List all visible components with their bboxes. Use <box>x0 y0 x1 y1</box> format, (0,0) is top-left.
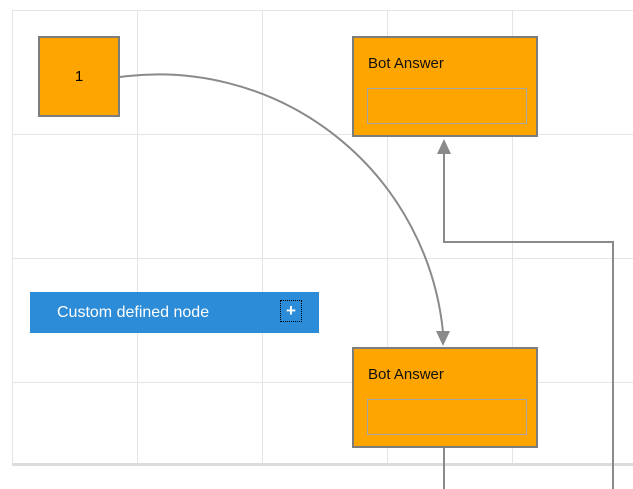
bot-answer-node-bottom[interactable]: Bot Answer <box>352 347 538 448</box>
add-node-button[interactable]: + <box>280 300 302 322</box>
start-node[interactable]: 1 <box>38 36 120 117</box>
node-title: Bot Answer <box>368 55 444 72</box>
orthogonal-connector-path[interactable] <box>443 153 614 489</box>
curved-connector-path[interactable] <box>119 73 444 333</box>
start-node-label: 1 <box>74 68 84 85</box>
answer-input[interactable] <box>367 399 527 435</box>
connector-start-to-bottom-bot[interactable] <box>119 73 450 346</box>
arrowhead-down-icon <box>436 331 450 346</box>
arrowhead-up-icon <box>437 139 451 154</box>
plus-icon: + <box>286 300 296 320</box>
connector-bottom-bot-to-top-bot[interactable] <box>437 139 614 489</box>
custom-node[interactable]: Custom defined node + <box>30 292 319 333</box>
bot-answer-node-top[interactable]: Bot Answer <box>352 36 538 137</box>
answer-input[interactable] <box>367 88 527 124</box>
custom-node-label: Custom defined node <box>57 303 210 321</box>
node-title: Bot Answer <box>368 366 444 383</box>
